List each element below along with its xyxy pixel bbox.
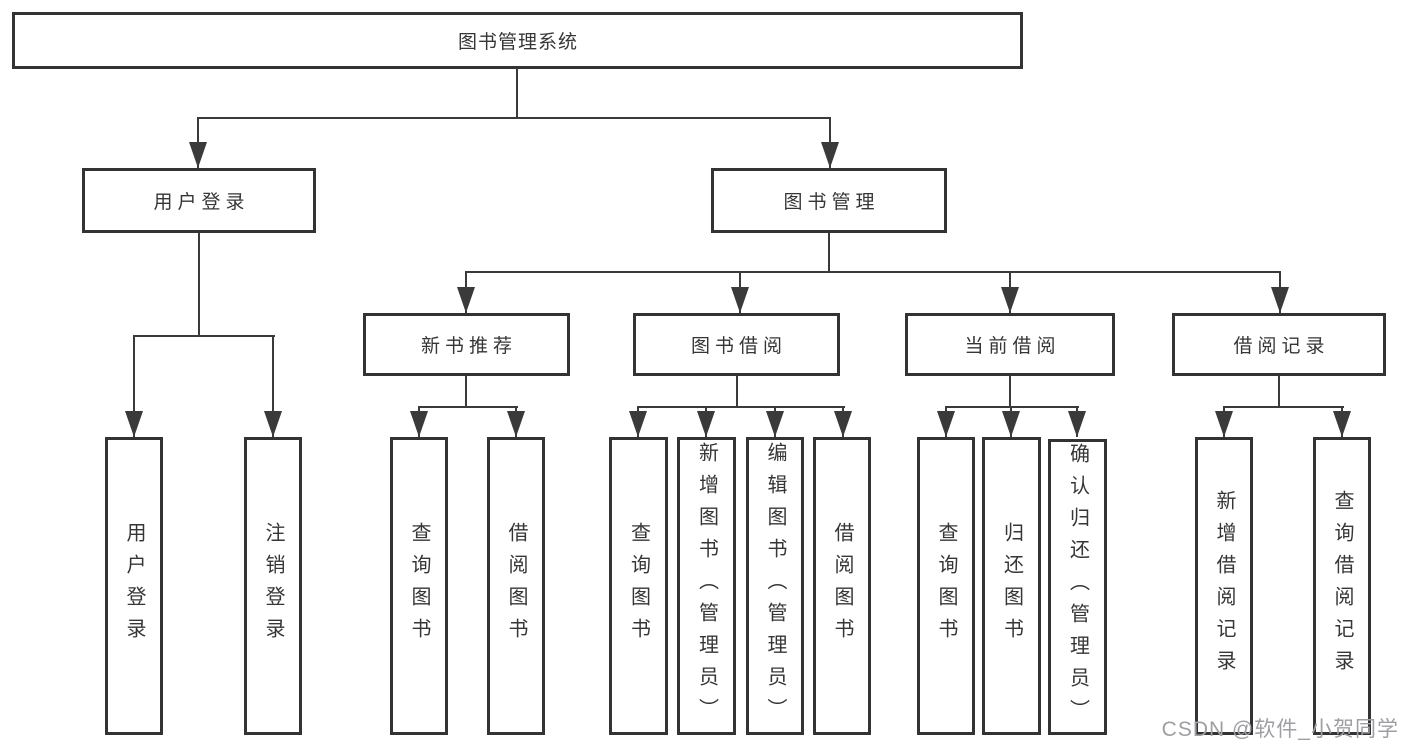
arrowhead-down-icon (1215, 411, 1233, 437)
node-borrowing-records: 借阅记录 (1172, 313, 1386, 376)
leaf-label: 归还图书 (1000, 522, 1023, 650)
arrowhead-down-icon (821, 142, 839, 168)
arrowhead-down-icon (507, 411, 525, 437)
node-book-management: 图书管理 (711, 168, 947, 233)
arrowhead-down-icon (731, 287, 749, 313)
connector-line (418, 406, 518, 408)
leaf-label: 查询借阅记录 (1331, 490, 1353, 682)
connector-line (1223, 406, 1344, 408)
node-current-borrowing: 当前借阅 (905, 313, 1115, 376)
node-label: 图书管理 (783, 192, 880, 213)
connector-line (1009, 376, 1011, 408)
connector-line (465, 271, 1281, 273)
leaf-label: 用户登录 (123, 522, 145, 650)
leaf-label: 查询图书 (627, 522, 650, 650)
leaf-query-books-recommend: 查询图书 (390, 437, 448, 735)
arrowhead-down-icon (189, 142, 207, 168)
leaf-query-borrow-record: 查询借阅记录 (1313, 437, 1371, 735)
connector-line (736, 376, 738, 408)
leaf-label: 借阅图书 (831, 522, 853, 650)
arrowhead-down-icon (766, 411, 784, 437)
csdn-watermark: CSDN @软件_小贺同学 (1161, 718, 1399, 741)
leaf-borrow-books-recommend: 借阅图书 (487, 437, 545, 735)
arrowhead-down-icon (629, 411, 647, 437)
leaf-add-borrow-record: 新增借阅记录 (1195, 437, 1253, 735)
connector-line (133, 335, 275, 337)
node-library-management-system: 图书管理系统 (12, 12, 1023, 69)
arrowhead-down-icon (1002, 411, 1020, 437)
leaf-borrow-books: 借阅图书 (813, 437, 871, 735)
connector-line (828, 233, 830, 273)
arrowhead-down-icon (834, 411, 852, 437)
connector-line (465, 376, 467, 408)
arrowhead-down-icon (264, 411, 282, 437)
leaf-label: 新增图书（管理员） (695, 442, 718, 730)
node-label: 图书管理系统 (457, 32, 578, 53)
leaf-label: 确认归还（管理员） (1066, 443, 1089, 731)
arrowhead-down-icon (1333, 411, 1351, 437)
node-user-login: 用户登录 (82, 168, 316, 233)
arrowhead-down-icon (1068, 411, 1086, 437)
connector-line (197, 117, 831, 119)
node-label: 借阅记录 (1233, 336, 1330, 357)
connector-line (516, 69, 518, 119)
leaf-confirm-return-admin: 确认归还（管理员） (1048, 439, 1107, 735)
connector-line (945, 406, 1079, 408)
leaf-label: 注销登录 (262, 522, 284, 650)
leaf-label: 编辑图书（管理员） (764, 442, 786, 730)
arrowhead-down-icon (1271, 287, 1289, 313)
leaf-label: 借阅图书 (505, 522, 527, 650)
node-label: 新书推荐 (420, 336, 517, 357)
connector-line (272, 337, 274, 437)
node-book-borrowing: 图书借阅 (633, 313, 840, 376)
node-label: 当前借阅 (964, 336, 1061, 357)
arrowhead-down-icon (1001, 287, 1019, 313)
arrowhead-down-icon (697, 411, 715, 437)
leaf-user-login: 用户登录 (105, 437, 163, 735)
connector-line (1278, 376, 1280, 408)
leaf-edit-books-admin: 编辑图书（管理员） (746, 437, 804, 735)
arrowhead-down-icon (937, 411, 955, 437)
leaf-label: 查询图书 (408, 522, 430, 650)
leaf-label: 查询图书 (935, 522, 957, 650)
leaf-query-books-current: 查询图书 (917, 437, 975, 735)
node-label: 图书借阅 (690, 336, 787, 357)
connector-line (133, 337, 135, 437)
arrowhead-down-icon (125, 411, 143, 437)
leaf-logout: 注销登录 (244, 437, 302, 735)
leaf-label: 新增借阅记录 (1213, 490, 1235, 682)
connector-line (637, 406, 845, 408)
connector-line (198, 233, 200, 337)
leaf-return-books: 归还图书 (982, 437, 1041, 735)
node-label: 用户登录 (153, 192, 250, 213)
arrowhead-down-icon (410, 411, 428, 437)
leaf-query-books-borrow: 查询图书 (609, 437, 668, 735)
leaf-add-books-admin: 新增图书（管理员） (677, 437, 736, 735)
node-new-book-recommend: 新书推荐 (363, 313, 570, 376)
arrowhead-down-icon (457, 287, 475, 313)
